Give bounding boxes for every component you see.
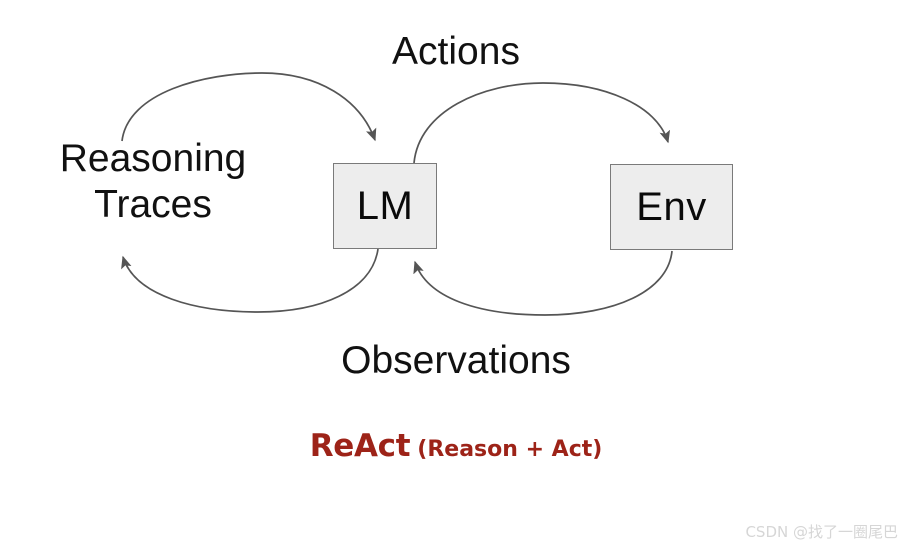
watermark-text: CSDN @找了一圈尾巴 bbox=[745, 523, 898, 541]
edge-label-observations: Observations bbox=[0, 338, 912, 384]
edge-label-actions: Actions bbox=[0, 29, 912, 75]
node-lm-label: LM bbox=[356, 184, 414, 228]
caption-title: ReAct bbox=[309, 428, 411, 464]
caption-subtitle: (Reason + Act) bbox=[417, 437, 603, 462]
edge-reasoning-out-path bbox=[121, 248, 379, 313]
edge-label-reasoning-line2: Traces bbox=[94, 183, 212, 227]
node-env: Env bbox=[610, 164, 733, 250]
edge-label-actions-text: Actions bbox=[392, 30, 520, 73]
edge-label-reasoning-traces: Reasoning Traces bbox=[8, 136, 298, 228]
edge-actions-path bbox=[413, 82, 671, 164]
diagram-caption: ReAct(Reason + Act) bbox=[0, 428, 912, 464]
edge-observations-path bbox=[413, 250, 673, 316]
edge-label-observations-text: Observations bbox=[341, 339, 571, 382]
edge-label-reasoning-line1: Reasoning bbox=[59, 137, 247, 180]
edge-reasoning-in-path bbox=[121, 72, 377, 142]
node-env-label: Env bbox=[636, 185, 707, 229]
node-lm: LM bbox=[333, 163, 437, 249]
